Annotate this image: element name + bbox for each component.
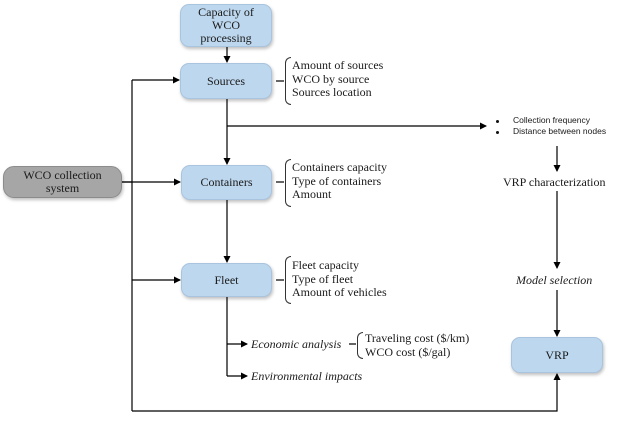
vrp-input-item: Collection frequency [513,115,591,125]
containers-attribute: Type of containers [292,173,382,188]
vrp-node: VRP [511,337,603,373]
sources-attributes: Amount of sources WCO by source Sources … [292,58,384,100]
containers-attributes: Containers capacity Type of containers A… [292,160,387,202]
fleet-brace [285,256,291,304]
arrow-bus-to-vrp [132,373,561,412]
sources-attribute: Amount of sources [292,58,384,72]
fleet-attributes: Fleet capacity Type of fleet Amount of v… [292,258,387,300]
environmental-impacts-label: Environmental impacts [251,369,363,383]
containers-node: Containers [181,165,272,200]
containers-attribute: Containers capacity [292,160,387,174]
fleet-attribute: Amount of vehicles [292,285,387,299]
capacity-line-3: processing [200,31,252,45]
sources-attribute: WCO by source [292,71,370,86]
model-selection-label: Model selection [516,273,593,287]
economic-attribute: Traveling cost ($/km) [365,331,470,345]
containers-label: Containers [200,175,253,189]
sources-node: Sources [180,63,272,99]
sources-brace [285,57,291,105]
capacity-node: Capacity of WCO processing [180,4,272,47]
vrp-label: VRP [545,347,569,362]
fleet-node: Fleet [181,263,272,297]
bullet-icon [496,120,499,123]
economic-analysis-label: Economic analysis [251,337,342,351]
vrp-inputs: Collection frequency Distance between no… [513,115,606,137]
economic-attributes: Traveling cost ($/km) WCO cost ($/gal) [365,331,470,359]
capacity-line-1: Capacity of [198,5,254,19]
containers-brace [285,159,291,207]
containers-attribute: Amount [292,187,332,201]
economic-attribute: WCO cost ($/gal) [365,344,451,359]
bullet-icon [496,131,499,134]
fleet-label: Fleet [214,272,239,287]
fleet-attribute: Fleet capacity [292,258,359,272]
fleet-attribute: Type of fleet [292,271,354,286]
sources-attribute: Sources location [292,85,372,99]
vrp-characterization-label: VRP characterization [503,175,606,189]
economic-brace [357,332,363,359]
sources-label: Sources [207,73,245,88]
system-node: WCO collection system [3,166,122,198]
system-line-1: WCO collection [23,168,102,182]
capacity-line-2: WCO [212,18,240,32]
vrp-input-item: Distance between nodes [513,126,607,136]
system-line-2: system [45,181,80,195]
